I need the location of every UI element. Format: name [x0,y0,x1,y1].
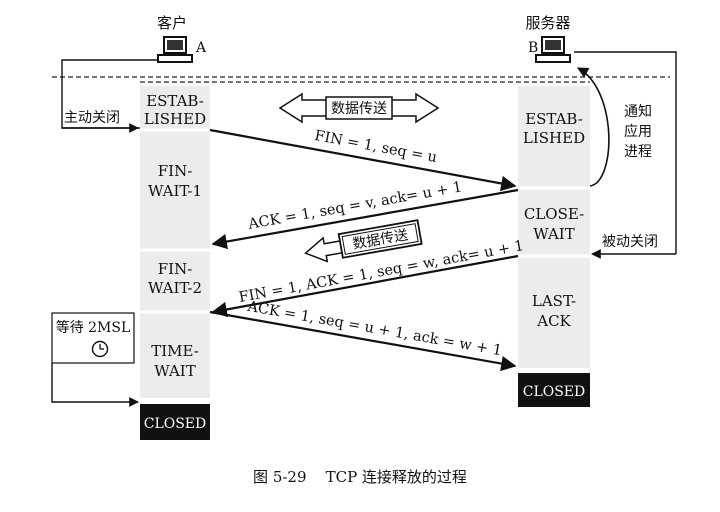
active-close-label: 主动关闭 [64,110,120,126]
notify-app-arrow [577,67,610,187]
wait-2msl-box [51,312,135,364]
ack1-arrow [211,188,519,250]
fin2-arrow [211,254,519,318]
client-computer-icon [157,36,193,63]
clock-icon [91,340,109,358]
client-state-column [140,86,210,398]
wait-2msl-arrow [51,363,139,407]
client-state-finwait2-l2: WAIT-2 [148,279,202,297]
client-state-established-l1: ESTAB- [146,92,204,110]
server-closed-label: CLOSED [523,384,586,400]
ack2-message: ACK = 1, seq = u + 1, ack = w + 1 [245,299,503,360]
passive-close-path [574,51,677,254]
passive-close-label: 被动关闭 [602,234,658,250]
client-state-finwait1-l1: FIN- [158,162,193,180]
client-state-finwait2-l1: FIN- [158,260,193,278]
fin1-arrow [209,128,517,192]
client-host-label: A [195,40,207,56]
server-state-established-l1: ESTAB- [525,110,583,128]
server-state-closewait-l1: CLOSE- [524,205,584,223]
server-state-lastack-l2: ACK [536,312,571,330]
data-transfer-left-arrow: 数据传送 [304,219,423,263]
server-host-label: B [528,40,538,56]
server-computer-icon [535,36,571,63]
server-state-column [518,86,590,368]
wait-2msl-label: 等待 2MSL [56,319,131,336]
data-transfer-double-arrow [278,92,440,124]
ack2-arrow [209,310,517,372]
client-closed-label: CLOSED [144,416,207,432]
server-state-lastack-l1: LAST- [532,292,576,310]
notify-app-line1: 通知 [624,103,652,120]
server-state-established-l2: LISHED [523,129,585,147]
server-closed-badge [518,373,590,407]
client-state-timewait-l1: TIME- [151,342,199,360]
client-title: 客户 [157,14,187,32]
server-title: 服务器 [525,14,570,32]
notify-app-line2: 应用 [624,123,652,140]
client-state-finwait1-l2: WAIT-1 [148,182,202,200]
client-state-timewait-l2: WAIT [154,362,195,380]
data-transfer-top-label: 数据传送 [331,101,387,117]
server-state-closewait-l2: WAIT [533,225,574,243]
notify-app-line3: 进程 [624,144,652,160]
client-closed-badge [140,404,210,440]
client-state-established-l2: LISHED [144,110,206,128]
figure-caption: 图 5-29 TCP 连接释放的过程 [253,468,467,486]
